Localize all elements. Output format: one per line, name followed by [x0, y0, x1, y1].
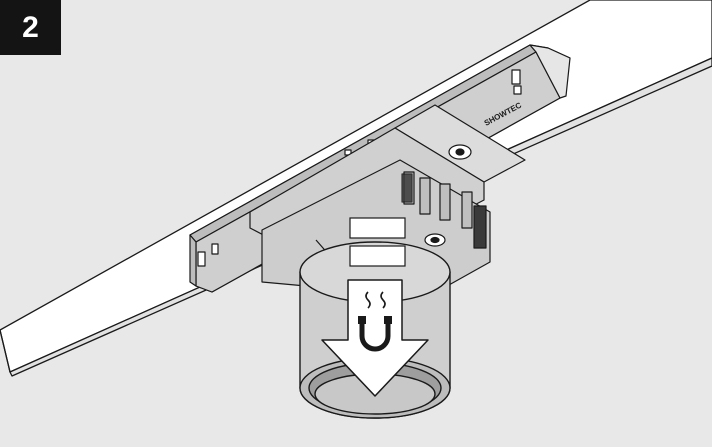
magnet-icon: [358, 291, 392, 352]
step-number-badge: 2: [0, 0, 61, 55]
magnet-plates: [349, 217, 406, 267]
remove-arrow-icon: [321, 279, 429, 397]
